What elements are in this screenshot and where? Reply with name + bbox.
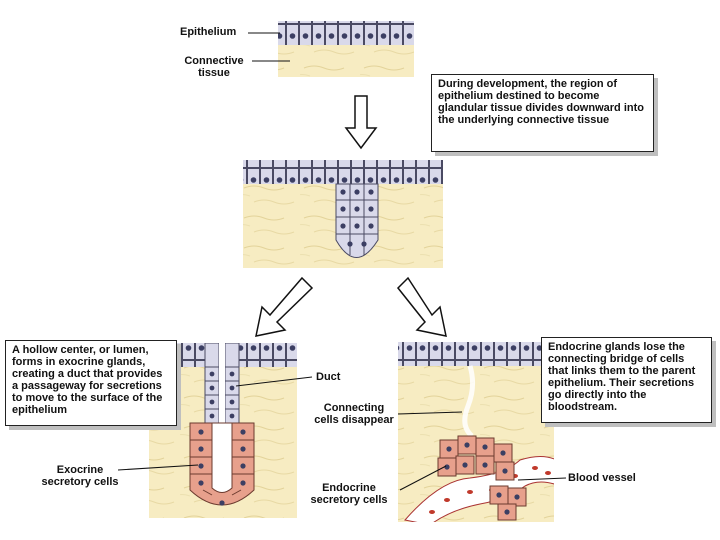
endocrine-caption: Endocrine glands lose the connecting bri…: [541, 337, 712, 423]
blood-vessel-label: Blood vessel: [568, 472, 636, 484]
duct-leader: [235, 376, 313, 387]
arrow-down-icon: [344, 95, 378, 150]
connecting-cells-leader: [397, 411, 463, 415]
connective-tissue-label: Connective tissue: [184, 55, 244, 79]
blood-vessel-leader: [517, 477, 567, 481]
exocrine-lumen: [219, 343, 225, 423]
exocrine-cells-label: Exocrine secretory cells: [41, 464, 119, 488]
exocrine-caption: A hollow center, or lumen, forms in exoc…: [5, 340, 177, 426]
endocrine-leader: [399, 465, 447, 491]
panel-endocrine-gland: [398, 342, 554, 522]
epithelium-layer: [278, 21, 414, 45]
connecting-cells-label: Connecting cells disappear: [314, 402, 394, 426]
epithelium-label: Epithelium: [180, 26, 237, 38]
development-caption: During development, the region of epithe…: [431, 74, 654, 152]
exocrine-leader: [117, 464, 199, 471]
arrow-down-right-icon: [396, 276, 447, 337]
blood-vessel-shape: [404, 456, 554, 522]
arrow-down-left-icon: [255, 276, 314, 337]
panel-initial-epithelium: [278, 21, 414, 77]
endocrine-cells-label: Endocrine secretory cells: [310, 482, 388, 506]
secretory-lumen: [211, 422, 233, 493]
duct-label: Duct: [316, 371, 341, 383]
panel-invagination: [243, 160, 443, 268]
